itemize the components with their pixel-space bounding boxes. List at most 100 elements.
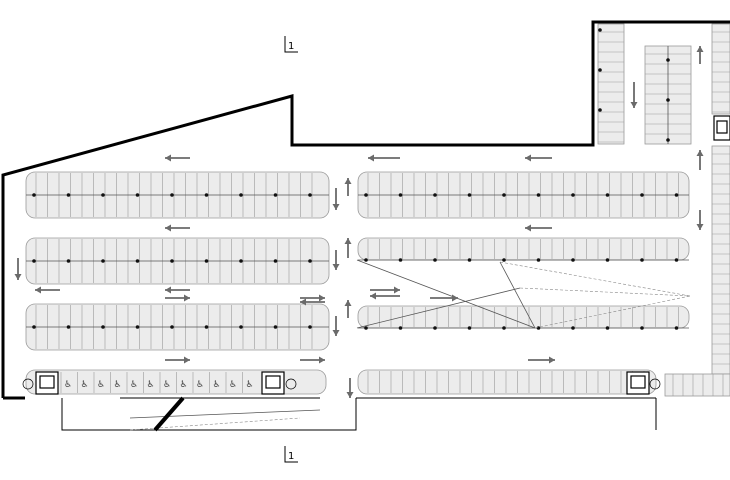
- column-dot: [640, 258, 644, 262]
- column-dot: [674, 193, 679, 197]
- traffic-direction-arrow-icon: [696, 210, 704, 230]
- column-dot: [640, 193, 644, 197]
- arrow-head: [300, 298, 306, 306]
- traffic-direction-arrow-icon: [332, 250, 340, 270]
- arrow-head: [368, 154, 374, 162]
- column-dot: [239, 259, 243, 263]
- accessible-parking-icon: ♿: [97, 380, 105, 390]
- column-dot: [32, 325, 36, 329]
- stair-core-icon: [22, 371, 59, 395]
- parking-island: [25, 237, 330, 285]
- column-dot: [666, 138, 670, 142]
- arrow-head: [165, 154, 171, 162]
- parking-island: [357, 237, 690, 261]
- island-fill: [357, 305, 690, 329]
- section-mark-bottom: 1: [288, 451, 294, 462]
- right-stall-columns: [597, 23, 730, 397]
- traffic-direction-arrow-icon: [525, 154, 552, 162]
- stair-core-icon: [713, 115, 730, 141]
- column-dot: [674, 326, 679, 330]
- accessible-parking-row: ♿♿♿♿♿♿♿♿♿♿♿♿: [60, 372, 254, 393]
- arrow-head: [319, 294, 325, 302]
- column-dot: [502, 193, 506, 197]
- traffic-direction-arrow-icon: [696, 150, 704, 170]
- column-dot: [32, 259, 36, 263]
- arrow-head: [525, 224, 531, 232]
- column-dot: [571, 326, 575, 330]
- parking-island: [357, 171, 690, 219]
- arrow-head: [696, 46, 704, 52]
- column-dot: [467, 193, 472, 197]
- arrow-head: [346, 392, 354, 398]
- island-fill: [357, 369, 657, 395]
- column-dot: [433, 258, 437, 262]
- traffic-direction-arrow-icon: [300, 294, 325, 302]
- section-cut-marker-icon: 1: [284, 446, 298, 463]
- column-dot: [308, 193, 312, 197]
- stall-column: [664, 373, 730, 397]
- stall-column: [711, 145, 730, 375]
- section-cut-marker-icon: 1: [284, 36, 298, 53]
- island-fill: [25, 369, 327, 395]
- column-dot: [598, 28, 602, 32]
- column-dot: [308, 325, 312, 329]
- column-dot: [571, 258, 575, 262]
- accessible-parking-icon: ♿: [163, 380, 171, 390]
- arrow-head: [525, 154, 531, 162]
- stall-column: [597, 23, 625, 145]
- column-dot: [135, 325, 140, 329]
- section-mark-top: 1: [288, 41, 294, 52]
- stair-core-icon: [626, 371, 661, 395]
- accessible-parking-icon: ♿: [213, 380, 221, 390]
- arrow-head: [319, 356, 325, 364]
- traffic-direction-arrow-icon: [332, 316, 340, 336]
- traffic-direction-arrow-icon: [430, 294, 458, 302]
- parking-island: [357, 369, 657, 395]
- building-outline: [1, 20, 730, 431]
- arrow-head: [344, 238, 352, 244]
- column-dot: [170, 193, 174, 197]
- column-dot: [32, 193, 36, 197]
- traffic-direction-arrow-icon: [630, 82, 638, 108]
- column-dot: [571, 193, 575, 197]
- traffic-direction-arrow-icon: [165, 154, 190, 162]
- column-dot: [666, 58, 670, 62]
- column-dot: [308, 259, 312, 263]
- accessible-parking-icon: ♿: [246, 380, 254, 390]
- arrow-head: [165, 286, 171, 294]
- traffic-arrows: [14, 46, 704, 398]
- parking-islands: [25, 171, 690, 395]
- column-dot: [239, 193, 243, 197]
- column-dot: [598, 68, 602, 72]
- parking-island: [357, 305, 690, 329]
- stair-cores: [22, 115, 730, 395]
- traffic-direction-arrow-icon: [165, 294, 190, 302]
- column-dot: [273, 259, 278, 263]
- traffic-direction-arrow-icon: [696, 46, 704, 64]
- parking-island: [25, 171, 330, 219]
- arrow-head: [332, 204, 340, 210]
- column-dot: [204, 193, 209, 197]
- traffic-direction-arrow-icon: [370, 292, 400, 300]
- column-fill: [664, 373, 730, 397]
- column-dot: [502, 258, 506, 262]
- stall-column-spine: [598, 28, 670, 144]
- traffic-direction-arrow-icon: [344, 178, 352, 196]
- accessible-parking-icon: ♿: [229, 380, 237, 390]
- column-dot: [364, 258, 368, 262]
- column-dot: [605, 258, 610, 262]
- column-dot: [273, 325, 278, 329]
- column-dot: [467, 326, 472, 330]
- island-fill: [357, 237, 690, 261]
- column-dot: [536, 258, 541, 262]
- column-dot: [364, 193, 368, 197]
- arrow-head: [35, 286, 41, 294]
- arrow-head: [165, 224, 171, 232]
- traffic-direction-arrow-icon: [346, 378, 354, 398]
- column-fill: [711, 145, 730, 375]
- stair-core-icon: [261, 371, 297, 395]
- column-dot: [398, 258, 403, 262]
- column-dot: [433, 326, 437, 330]
- column-dot: [467, 258, 472, 262]
